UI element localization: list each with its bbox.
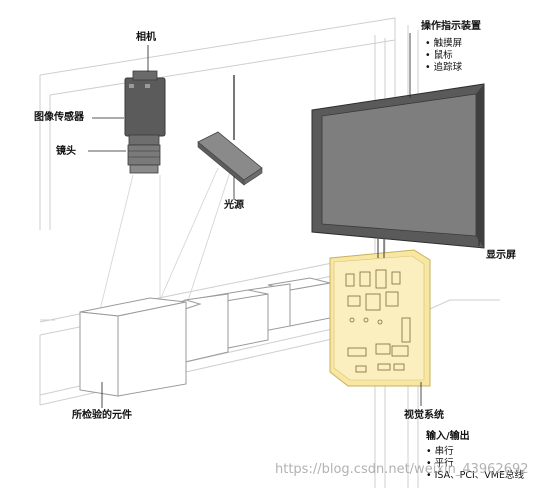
display-label: 显示屏 [486, 250, 516, 261]
operator-device-label: 操作指示装置 [421, 21, 481, 32]
light-source-label: 光源 [224, 200, 244, 211]
light-beams [99, 167, 231, 311]
serial-label: • 串行 [426, 446, 454, 457]
parallel-label: • 平行 [426, 458, 454, 469]
leader-lines [88, 33, 480, 408]
watermark-text: https://blog.csdn.net/weixin_43962692 [275, 462, 529, 477]
touch-screen-label: • 触摸屏 [425, 38, 463, 49]
vision-system-unit [329, 236, 431, 387]
bus-label: • ISA、PCI、VME总线 [426, 470, 524, 481]
trackball-label: • 追踪球 [425, 62, 463, 73]
camera [124, 70, 166, 174]
display-monitor [311, 83, 485, 249]
mouse-label: • 鼠标 [425, 50, 453, 61]
camera-label: 相机 [136, 32, 156, 43]
light-source [197, 75, 263, 186]
vision-system-label: 视觉系统 [404, 410, 444, 421]
image-sensor-label: 图像传感器 [34, 112, 84, 123]
inspected-part-label: 所检验的元件 [72, 410, 132, 421]
conveyor-parts [79, 277, 331, 397]
lens-label: 镜头 [56, 146, 76, 157]
io-label: 输入/输出 [426, 431, 470, 442]
